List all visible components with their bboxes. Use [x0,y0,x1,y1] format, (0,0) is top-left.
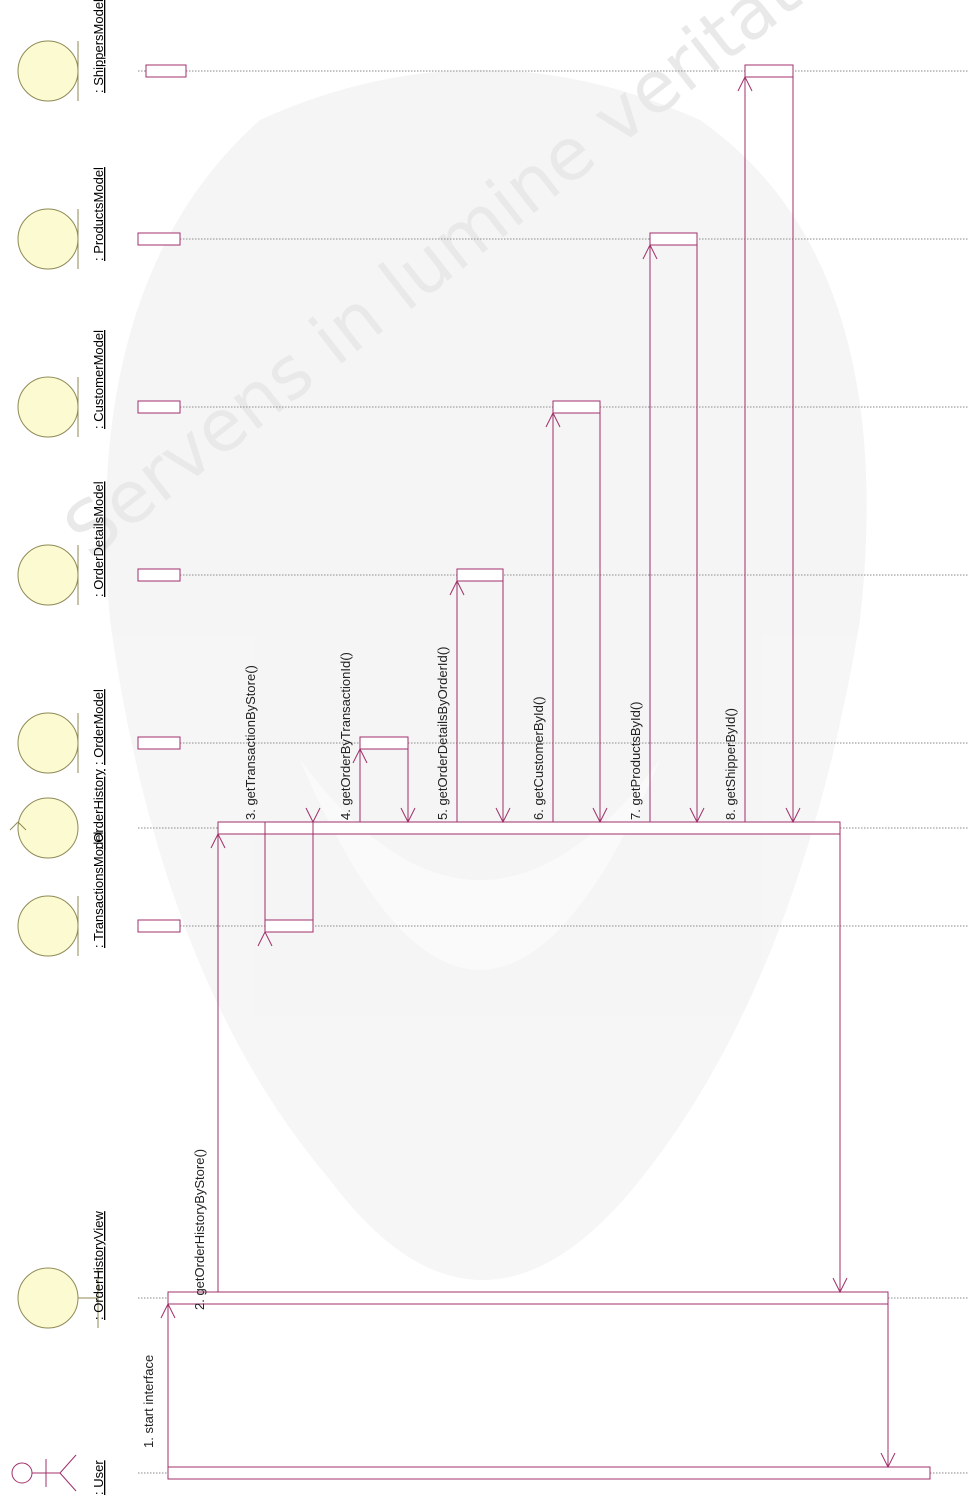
message-1: 1. start interface [141,1304,175,1467]
activation-detail [457,569,503,581]
lifeline-user: : User [12,1455,106,1495]
lifeline-prod: : ProductsModel [18,167,106,269]
message-label: 1. start interface [141,1355,156,1448]
message-label: 7. getProductsById() [628,702,643,821]
actor-icon [12,1455,76,1491]
lifeline-label: : OrderDetailsModel [91,481,106,597]
lifeline-order: : OrderModel [18,689,106,773]
entity-icon [18,713,78,773]
message-label: 5. getOrderDetailsByOrderId() [435,647,450,820]
lifeline-label: : CustomerModel [91,330,106,429]
boundary-icon [18,1268,98,1328]
lifeline-ship: : ShippersModel [18,0,106,101]
message-label: 8. getShipperById() [723,708,738,820]
lifeline-cust: : CustomerModel [18,330,106,437]
activation-trans [265,920,313,932]
activation-order [360,737,408,749]
message-label: 3. getTransactionByStore() [243,665,258,820]
message-label: 6. getCustomerById() [531,696,546,820]
activation-ctrl [218,822,840,834]
activation-stub [138,233,180,245]
message-label: 4. getOrderByTransactionId() [338,652,353,820]
activation-stub [146,65,186,77]
activation-stub [138,401,180,413]
message-label: 2. getOrderHistoryByStore() [192,1149,207,1310]
activation-prod [650,233,697,245]
control-icon [10,798,78,858]
entity-icon [18,896,78,956]
lifeline-label: : ShippersModel [91,0,106,93]
activation-cust [553,401,600,413]
entity-icon [18,209,78,269]
watermark: Servens in lumine veritatis [49,0,867,1280]
final-returns [833,834,895,1467]
entity-icon [18,41,78,101]
lifeline-label: : OrderHistoryView [91,1211,106,1320]
entity-icon [18,545,78,605]
activation-stub [138,920,180,932]
lifeline-label: : ProductsModel [91,167,106,261]
activation-view [168,1292,888,1304]
lifeline-label: : TransactionsModel [91,832,106,948]
lifeline-label: : OrderModel [91,689,106,765]
lifeline-objects: : User: OrderHistoryView: OrderHistory: … [10,0,106,1495]
activation-stub [138,569,180,581]
activation-ship [745,65,793,77]
entity-icon [18,377,78,437]
lifeline-view: : OrderHistoryView [18,1211,106,1328]
activation-user [168,1467,930,1479]
lifeline-label: : User [91,1460,106,1495]
activation-stub [138,737,180,749]
